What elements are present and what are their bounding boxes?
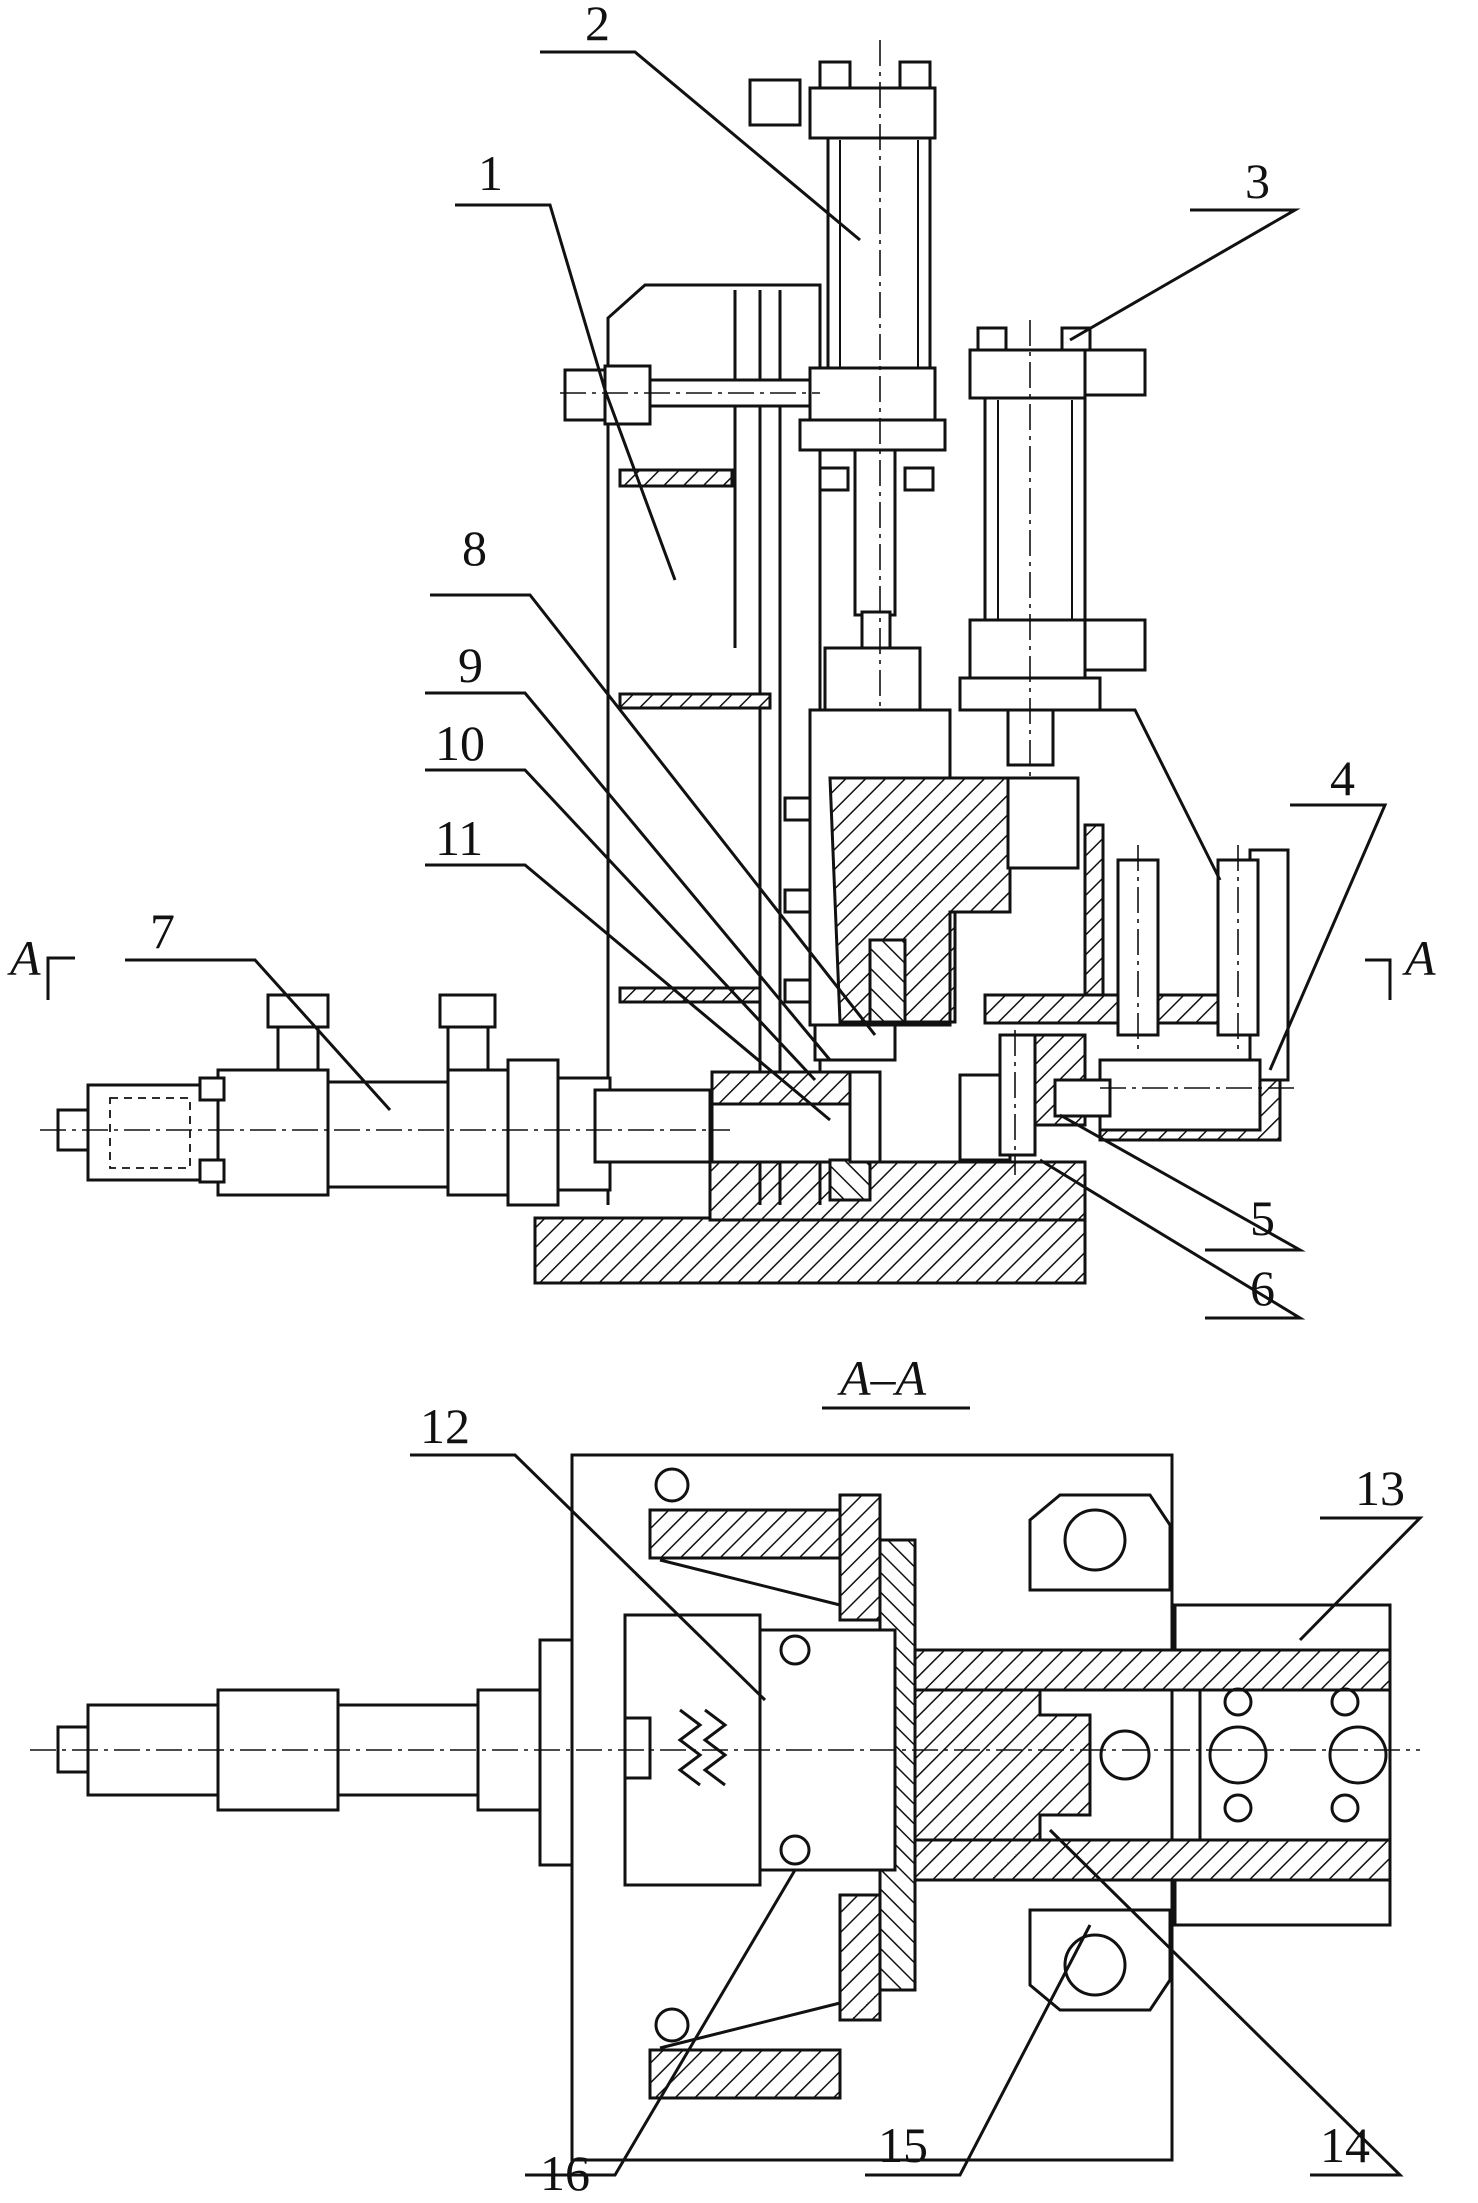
- base-plate: [533, 1216, 1087, 1285]
- leader-lines-front: [125, 50, 1388, 1320]
- part-labels: 1 2 3 4 5 6 7 8 9 10 11 12 13 14 15 16 A…: [7, 0, 1436, 2201]
- label-6: 6: [1250, 1260, 1275, 1316]
- label-12: 12: [420, 1398, 470, 1454]
- section-marker-right: A: [1402, 930, 1436, 986]
- slide-block: [708, 1160, 1087, 1222]
- vertical-cylinder: [748, 40, 947, 760]
- label-1: 1: [478, 145, 503, 201]
- section-bolts: [654, 1467, 1388, 2043]
- label-16: 16: [540, 2145, 590, 2201]
- label-3: 3: [1245, 153, 1270, 209]
- label-4: 4: [1330, 750, 1355, 806]
- label-13: 13: [1355, 1460, 1405, 1516]
- label-10: 10: [435, 715, 485, 771]
- label-2: 2: [585, 0, 610, 51]
- section-marker-left: A: [7, 930, 41, 986]
- leader-lines-section: [410, 1406, 1424, 2177]
- section-view-title: A–A: [837, 1350, 927, 1406]
- section-cylinder: [30, 1638, 1420, 1867]
- horizontal-cylinder: [40, 993, 730, 1207]
- label-14: 14: [1320, 2117, 1370, 2173]
- label-11: 11: [435, 810, 483, 866]
- label-7: 7: [150, 903, 175, 959]
- main-frame: [606, 283, 822, 1205]
- section-view: [30, 1406, 1424, 2177]
- label-9: 9: [458, 637, 483, 693]
- label-5: 5: [1250, 1190, 1275, 1246]
- label-8: 8: [462, 520, 487, 576]
- small-cylinder: [958, 320, 1147, 850]
- front-view: [40, 40, 1392, 1320]
- label-15: 15: [878, 2117, 928, 2173]
